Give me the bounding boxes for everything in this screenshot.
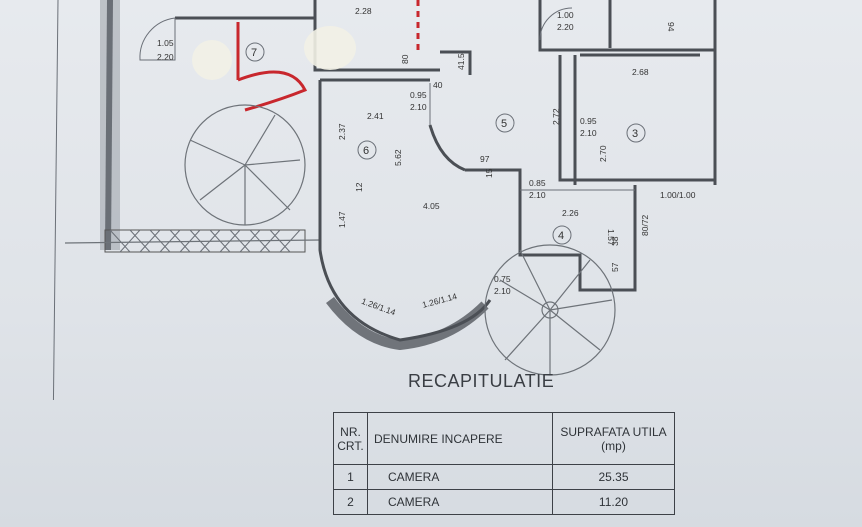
- room-6-marker: [357, 140, 377, 160]
- dim-label: 0.85: [529, 178, 546, 188]
- dim-label: 15: [484, 168, 494, 178]
- recap-table: NR. CRT. DENUMIRE INCAPERE SUPRAFATA UTI…: [333, 412, 675, 515]
- dim-label: 57: [610, 262, 620, 272]
- dim-label: 2.20: [557, 22, 574, 32]
- wall-top-left: [175, 0, 317, 20]
- dim-label: 80: [400, 54, 410, 64]
- dim-label: 2.10: [529, 190, 546, 200]
- room-number: 5: [501, 118, 507, 130]
- header-area: SUPRAFATA UTILA (mp): [552, 412, 675, 465]
- dim-label: 2.68: [632, 67, 649, 77]
- door-arc: [139, 17, 176, 61]
- row-nr: 2: [333, 489, 368, 515]
- dim-label: 0.75: [494, 274, 511, 284]
- dim-label: 2.20: [157, 52, 174, 62]
- dim-label: 2.37: [337, 123, 347, 140]
- pencil-line: [64, 239, 321, 244]
- room-number: 3: [632, 128, 638, 140]
- dim-label: 1.57: [606, 229, 616, 246]
- dim-label: 38: [610, 236, 620, 246]
- dim-label: 1.00: [557, 10, 574, 20]
- dim-label: 2.70: [598, 145, 608, 162]
- wall-top-right: [440, 50, 472, 75]
- table-row: 1 CAMERA 25.35: [333, 464, 675, 490]
- door-arc: [539, 7, 573, 41]
- recap-title: RECAPITULATIE: [408, 371, 555, 391]
- room-4-marker: [552, 225, 572, 245]
- dim-label: 94: [666, 22, 676, 32]
- dim-label: 0.95: [410, 90, 427, 100]
- dim-label: 1.00/1.00: [660, 190, 696, 200]
- dim-label: 1.26/1.14: [360, 296, 397, 318]
- table-row: 2 CAMERA 11.20: [333, 489, 675, 515]
- wall-top-mid: [313, 0, 440, 72]
- dim-label: 5.62: [393, 149, 403, 166]
- dim-label: 0.95: [580, 116, 597, 126]
- dim-label: 97: [480, 154, 490, 164]
- header-nr: NR. CRT.: [333, 412, 368, 465]
- dim-label: 80/72: [640, 214, 650, 236]
- room-5-marker: [495, 113, 515, 133]
- dim-label: 2.10: [410, 102, 427, 112]
- dim-label: 12: [354, 182, 364, 192]
- dim-label: 2.26: [562, 208, 579, 218]
- dim-label: 2.28: [355, 6, 372, 16]
- room-number: 6: [363, 145, 369, 157]
- dim-label: 1.26/1.14: [421, 291, 458, 310]
- whiteout-patch: [304, 26, 356, 70]
- stair-treads-left: [189, 114, 301, 225]
- room-3-marker: [626, 123, 646, 143]
- wall-room5: [465, 168, 522, 210]
- stair-treads: [499, 249, 613, 375]
- floor-plan-drawing: 7 6 5 3 4 2.28 1.00 2.20 94 1.05 2.20 40…: [52, 0, 717, 400]
- whiteout-patch: [192, 40, 232, 80]
- room-7-marker: [245, 42, 265, 62]
- dim-label: 2.41: [367, 111, 384, 121]
- header-name: DENUMIRE INCAPERE: [367, 412, 553, 465]
- row-area: 25.35: [552, 464, 675, 490]
- row-name: CAMERA: [367, 464, 553, 490]
- bay-window: [326, 296, 489, 351]
- dim-label: 1.05: [157, 38, 174, 48]
- dim-label: 4.05: [423, 201, 440, 211]
- row-nr: 1: [333, 464, 368, 490]
- table-header-row: NR. CRT. DENUMIRE INCAPERE SUPRAFATA UTI…: [333, 412, 675, 465]
- row-name: CAMERA: [367, 489, 553, 515]
- sheet-margin-line: [52, 0, 59, 400]
- dim-label: 41.5: [456, 53, 466, 70]
- room-number: 4: [558, 230, 564, 242]
- row-area: 11.20: [552, 489, 675, 515]
- room-number: 7: [251, 47, 257, 59]
- dim-label: 2.10: [494, 286, 511, 296]
- pencil-wall-stroke: [105, 0, 113, 251]
- dim-label: 40: [433, 80, 443, 90]
- dim-label: 2.10: [580, 128, 597, 138]
- dim-label: 1.47: [337, 211, 347, 228]
- dim-label: 2.72: [551, 108, 561, 125]
- hatch-band: [104, 229, 306, 253]
- red-room7-outline: [236, 22, 308, 112]
- wall-room3: [558, 55, 715, 182]
- wall-room6: [318, 80, 492, 342]
- wall-curved: [428, 124, 466, 172]
